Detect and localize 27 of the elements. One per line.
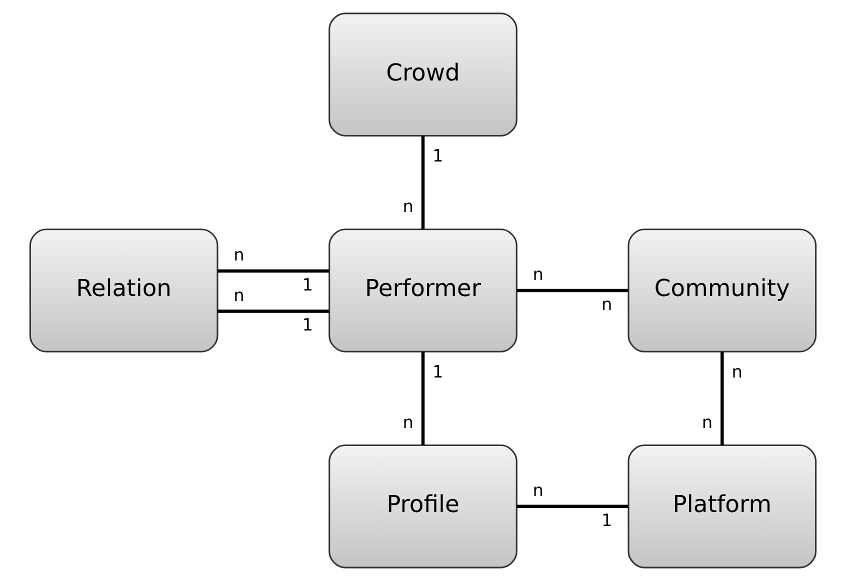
label: 1 bbox=[302, 274, 314, 294]
label: n bbox=[702, 412, 713, 432]
label: 1 bbox=[302, 314, 314, 335]
node-box: Profile bbox=[328, 444, 518, 568]
label: n bbox=[234, 284, 244, 305]
connector bbox=[516, 288, 628, 292]
label: n bbox=[234, 244, 244, 264]
label: 1 bbox=[432, 362, 444, 382]
node-box: Relation bbox=[29, 228, 218, 352]
label: 1 bbox=[432, 146, 444, 166]
label: n bbox=[732, 362, 742, 382]
label: 1 bbox=[601, 510, 612, 530]
label: n bbox=[532, 264, 544, 284]
node-box: Platform bbox=[628, 444, 817, 568]
node-box: Community bbox=[628, 228, 817, 352]
node-box: Crowd bbox=[328, 12, 518, 136]
label: n bbox=[532, 480, 544, 500]
connector bbox=[720, 352, 724, 445]
label: n bbox=[402, 412, 414, 432]
node-box: Performer bbox=[328, 228, 518, 352]
connector bbox=[421, 352, 425, 445]
connector bbox=[421, 136, 425, 230]
connector bbox=[218, 269, 329, 273]
label: n bbox=[402, 196, 414, 216]
connector bbox=[516, 504, 628, 508]
connector bbox=[218, 310, 329, 313]
label: n bbox=[601, 294, 612, 314]
